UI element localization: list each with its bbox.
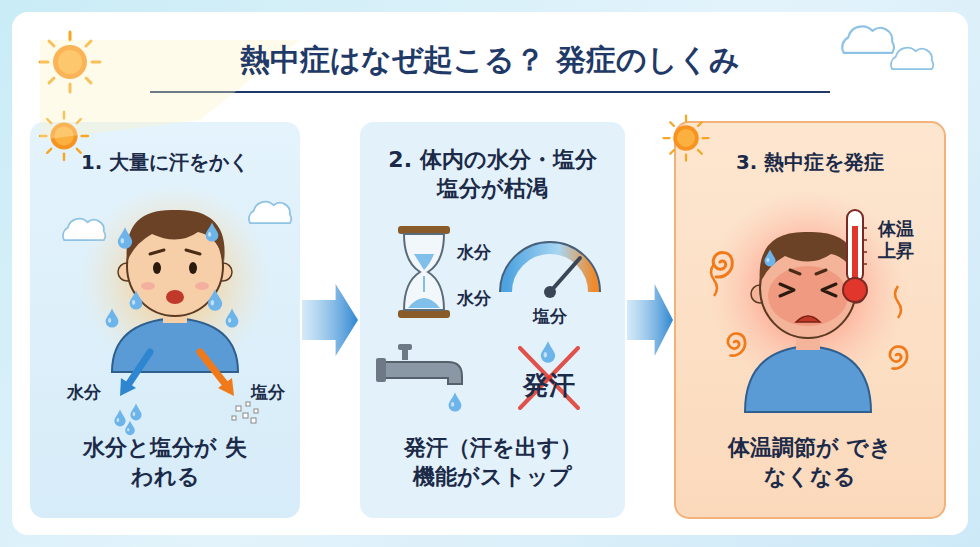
diagram-title: 熱中症はなぜ起こる？ 発症のしくみ xyxy=(0,42,980,78)
step-heading: 2. 体内の水分・塩分 塩分が枯渇 xyxy=(383,146,603,203)
sweating-boy xyxy=(206,222,219,241)
gauge-icon xyxy=(544,286,556,298)
sweating-boy xyxy=(127,210,225,262)
sweating-boy xyxy=(189,262,197,274)
sweating-boy xyxy=(80,185,270,435)
panel-fills xyxy=(30,122,945,518)
sweating-boy xyxy=(120,378,136,396)
heatstroke-boy xyxy=(760,232,858,284)
icon-label: 塩分 xyxy=(533,306,567,326)
sweating-boy xyxy=(218,378,234,396)
thermometer-icon xyxy=(843,210,867,302)
sweating-boy xyxy=(128,352,150,385)
sweating-boy xyxy=(80,185,270,375)
heatstroke-boy xyxy=(780,284,836,296)
gauge-icon xyxy=(506,248,594,292)
sweating-boy xyxy=(236,406,241,411)
step-panel: 2. 体内の水分・塩分 塩分が枯渇発汗（汗を出す） 機能がストップ xyxy=(360,122,625,518)
sweating-boy xyxy=(112,318,238,372)
panel-fills xyxy=(675,122,945,518)
step-heading: 1. 大量に汗をかく xyxy=(46,150,284,176)
faucet-icon xyxy=(398,344,412,350)
sweating-boy xyxy=(118,227,132,249)
title-rule xyxy=(150,91,830,93)
sweating-boy xyxy=(243,413,248,418)
faucet-icon xyxy=(384,362,462,384)
thermometer-icon xyxy=(863,228,867,264)
step-description: 発汗（汗を出す） 機能がストップ xyxy=(394,433,592,492)
sweating-boy xyxy=(232,402,258,423)
hourglass-icon xyxy=(398,310,450,318)
gauge-icon xyxy=(500,242,600,298)
sweating-boy xyxy=(114,410,125,427)
flow-arrow xyxy=(302,284,358,356)
panel-fills xyxy=(30,122,300,518)
faucet-icon xyxy=(376,358,386,382)
sweating-boy xyxy=(150,250,200,254)
cloud-icons xyxy=(249,202,291,224)
sweating-boy xyxy=(226,308,239,327)
icon-label: 水分 xyxy=(457,288,491,308)
heatstroke-boy xyxy=(768,266,848,326)
gauge-icon xyxy=(500,242,600,292)
sweating-boy xyxy=(130,404,141,421)
heatstroke-boy xyxy=(713,253,732,278)
heatstroke-boy xyxy=(895,286,901,318)
sweating-boy xyxy=(106,308,119,327)
sweating-boy xyxy=(251,418,256,423)
heatstroke-boy xyxy=(764,250,775,267)
thermometer-icon xyxy=(843,278,867,302)
sweating-boy xyxy=(166,290,184,304)
sweating-boy xyxy=(141,282,155,290)
sweating-boy xyxy=(130,290,143,309)
hourglass-icon xyxy=(398,226,450,318)
no-sweat-icon xyxy=(520,341,578,408)
step-heading: 3. 熱中症を発症 xyxy=(691,150,929,176)
heatstroke-boy xyxy=(728,334,745,356)
sun-icons xyxy=(664,116,709,161)
heatstroke-boy xyxy=(745,346,871,412)
sweating-boy xyxy=(246,402,250,406)
no-sweat-icon xyxy=(520,348,578,408)
hourglass-icon xyxy=(423,276,425,292)
icon-label: 塩分 xyxy=(251,382,285,402)
step-panel: 3. 熱中症を発症体温調節が できなくなる xyxy=(675,122,945,518)
hourglass-icon xyxy=(414,254,434,270)
thermometer-icon xyxy=(852,226,858,284)
faucet-icon xyxy=(376,344,462,412)
sweating-boy xyxy=(254,409,258,413)
hourglass-icon xyxy=(408,298,440,308)
heatstroke-boy xyxy=(790,270,826,274)
sweating-boy xyxy=(208,289,222,311)
sweating-boy xyxy=(232,416,236,420)
no-sweat-icon xyxy=(520,348,578,408)
sweating-boy xyxy=(125,421,135,435)
frame xyxy=(12,12,968,535)
heatstroke-boy xyxy=(796,316,820,322)
sweating-boy xyxy=(195,282,209,290)
icon-label: 水分 xyxy=(457,242,491,262)
flow-arrow xyxy=(627,284,673,356)
sweating-boy xyxy=(200,352,226,385)
step-description: 水分と塩分が 失われる xyxy=(83,433,248,492)
icon-label: 体温 上昇 xyxy=(876,218,916,261)
step-description: 体温調節が できなくなる xyxy=(728,433,893,492)
no-sweat-icon xyxy=(541,341,555,363)
gauge-icon xyxy=(550,258,580,292)
icon-label: 水分 xyxy=(67,382,101,402)
heatstroke-boy xyxy=(711,264,717,296)
hourglass-icon xyxy=(404,234,444,310)
icon-label: 発汗 xyxy=(523,370,575,401)
faucet-icon xyxy=(402,350,408,360)
hourglass-icon xyxy=(398,226,450,234)
cloud-icons xyxy=(891,48,933,70)
sweating-boy xyxy=(153,262,161,274)
faucet-icon xyxy=(449,392,462,411)
cloud-icons xyxy=(842,26,894,52)
step-panel: 1. 大量に汗をかく水分と塩分が 失われる xyxy=(30,122,300,518)
heatstroke-boy xyxy=(890,347,907,369)
panel-fills xyxy=(360,122,625,518)
